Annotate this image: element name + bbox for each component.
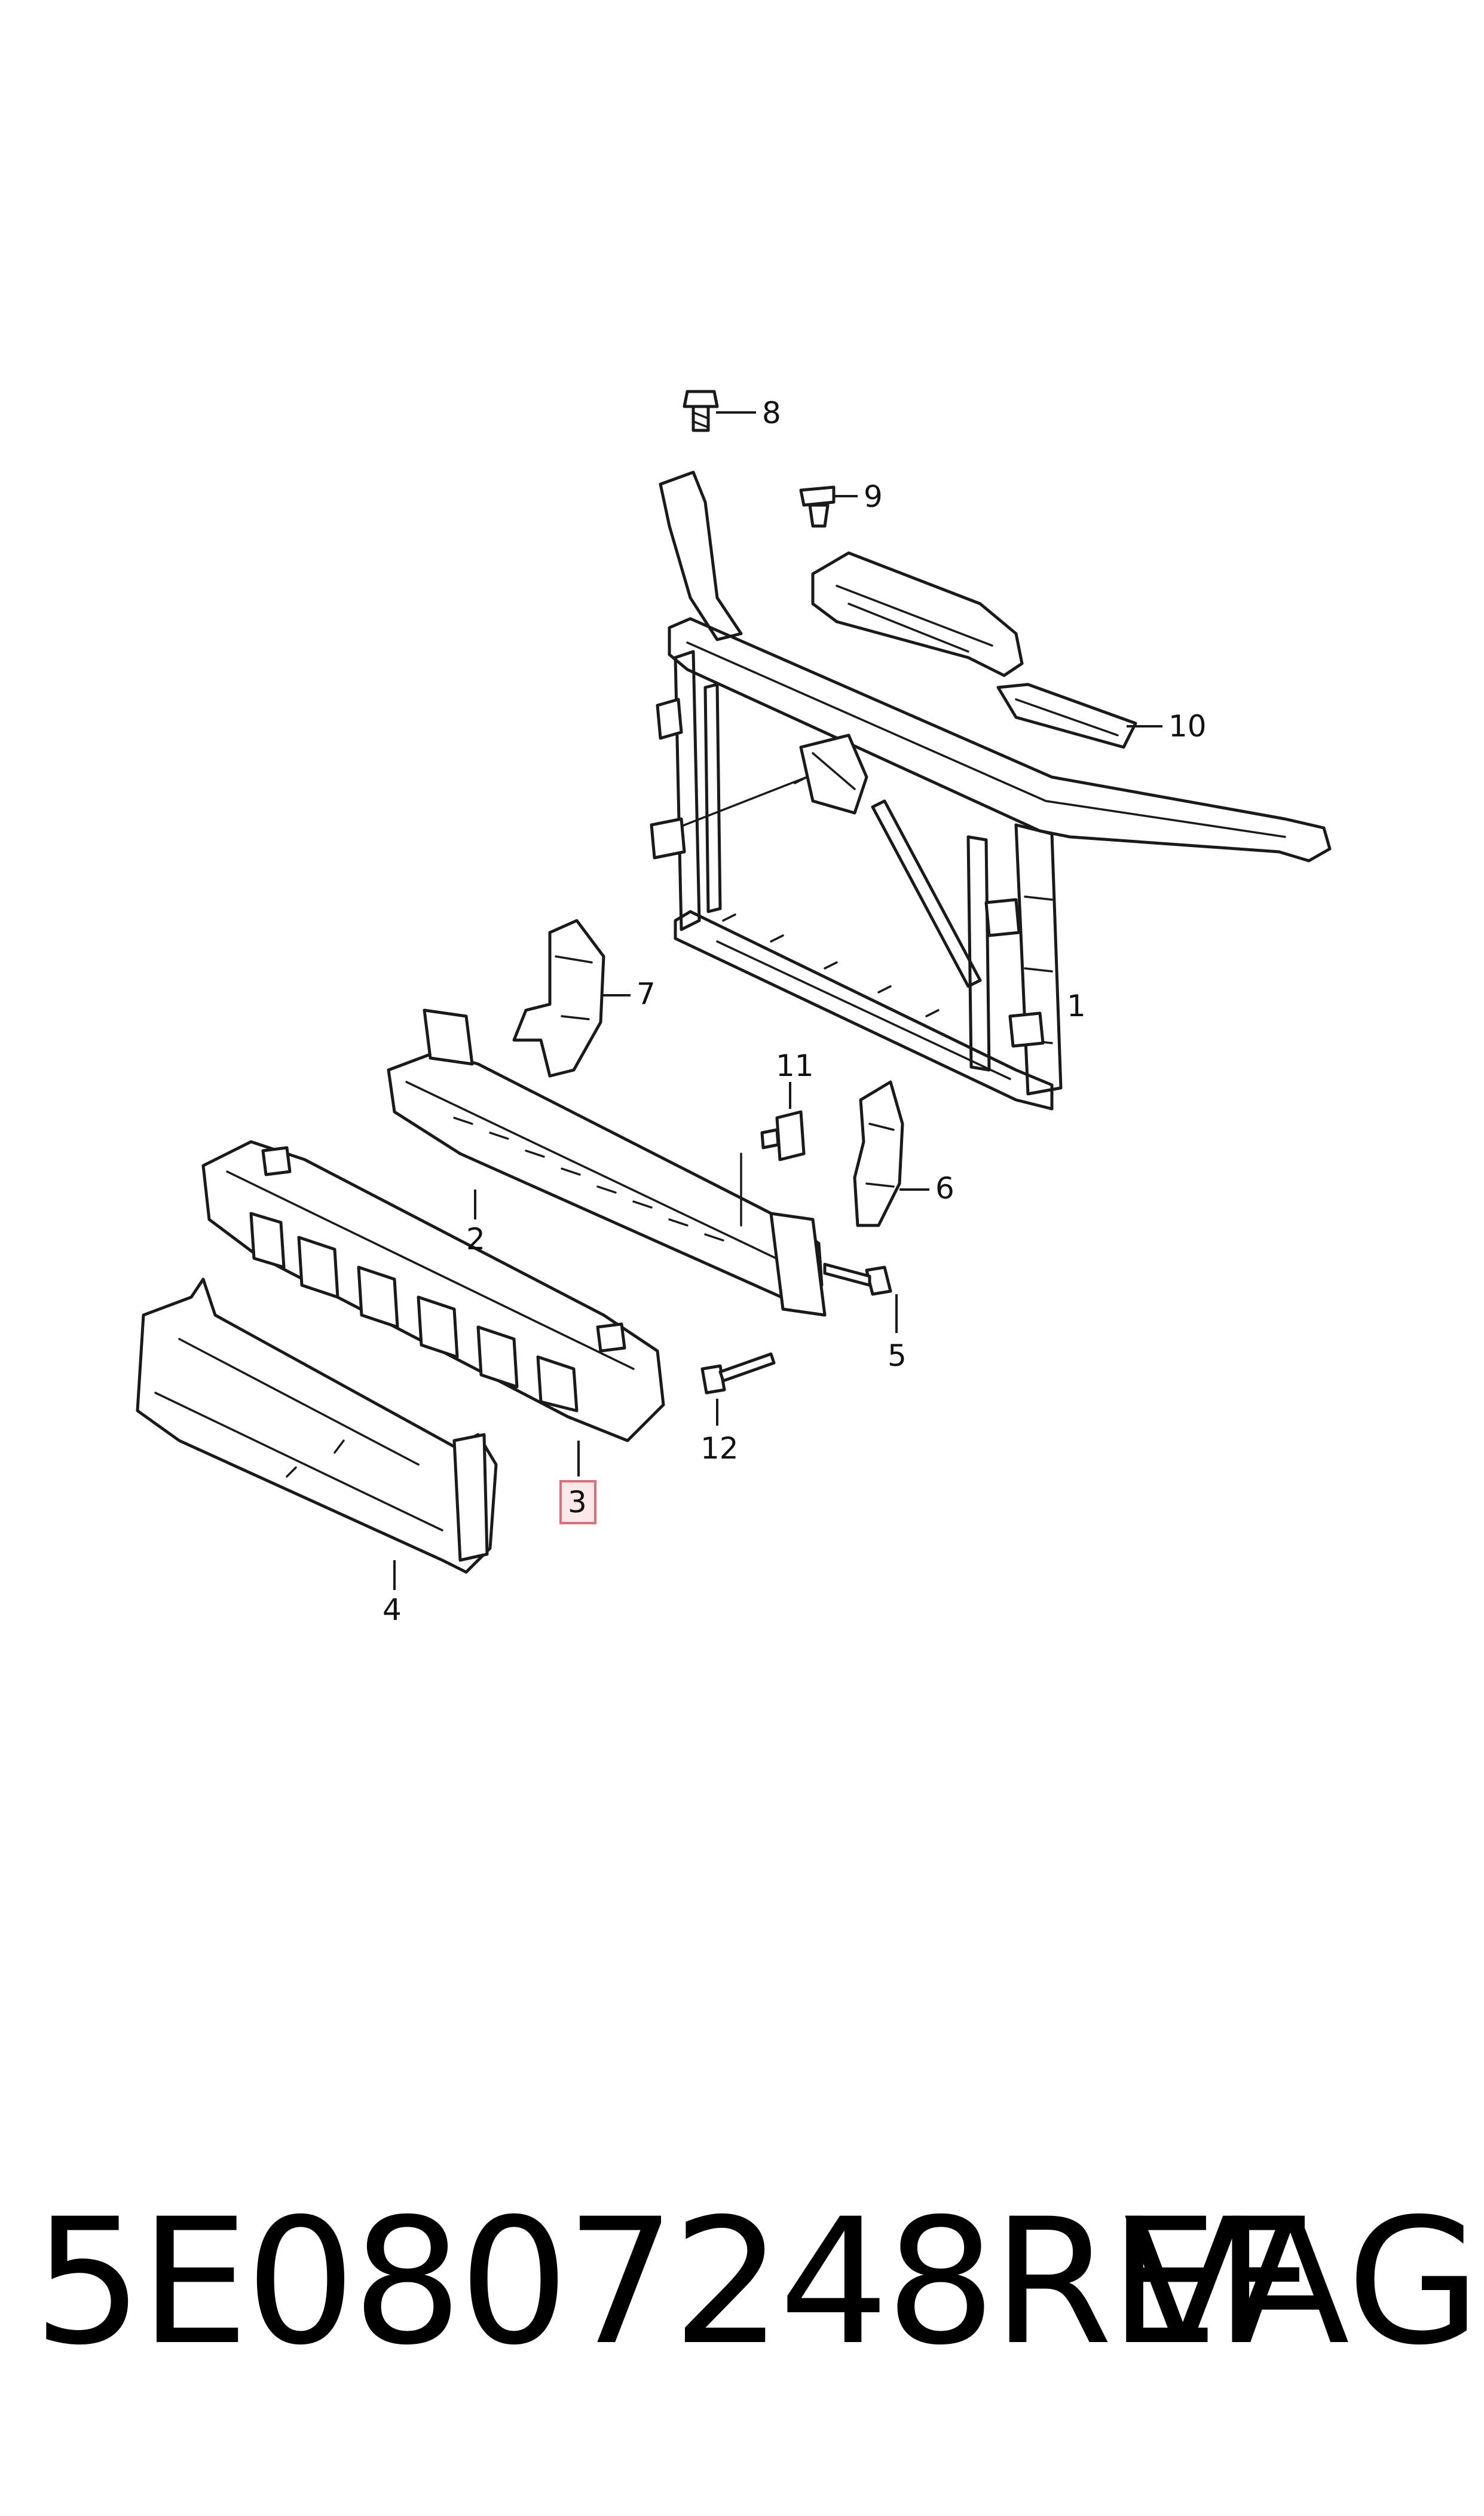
callout-9: 9 [864, 479, 883, 514]
callout-11: 11 [776, 1048, 814, 1083]
callout-2: 2 [466, 1222, 485, 1257]
bolt-5 [823, 1262, 898, 1333]
lock-carrier-frame [650, 470, 1332, 1111]
bracket-6 [853, 1080, 929, 1227]
bumper-reinforcement-2 [387, 1008, 827, 1317]
callout-6: 6 [935, 1171, 954, 1206]
callout-3-highlight [559, 1480, 596, 1524]
callout-10: 10 [1168, 709, 1207, 744]
screw-8 [683, 390, 756, 432]
energy-absorber-3 [201, 1140, 665, 1524]
callout-1: 1 [1067, 989, 1086, 1023]
air-guide-10 [811, 551, 1162, 749]
sensor-11 [740, 1082, 806, 1227]
brand-label: VAG [1124, 2182, 1481, 2383]
callout-8: 8 [762, 396, 781, 430]
callout-12: 12 [700, 1431, 739, 1466]
part-number-label: 5E0807248REF [33, 2182, 1315, 2383]
bracket-7 [512, 919, 631, 1078]
callout-7: 7 [637, 977, 656, 1011]
callout-labels: 1 2 3 4 5 6 7 8 9 10 11 12 [383, 396, 1207, 1627]
bolt-12 [700, 1352, 776, 1426]
callout-4: 4 [383, 1592, 402, 1627]
clip-9 [799, 485, 858, 528]
callout-5: 5 [888, 1338, 907, 1373]
air-guide-4 [136, 1277, 498, 1590]
callout-3: 3 [568, 1485, 587, 1520]
